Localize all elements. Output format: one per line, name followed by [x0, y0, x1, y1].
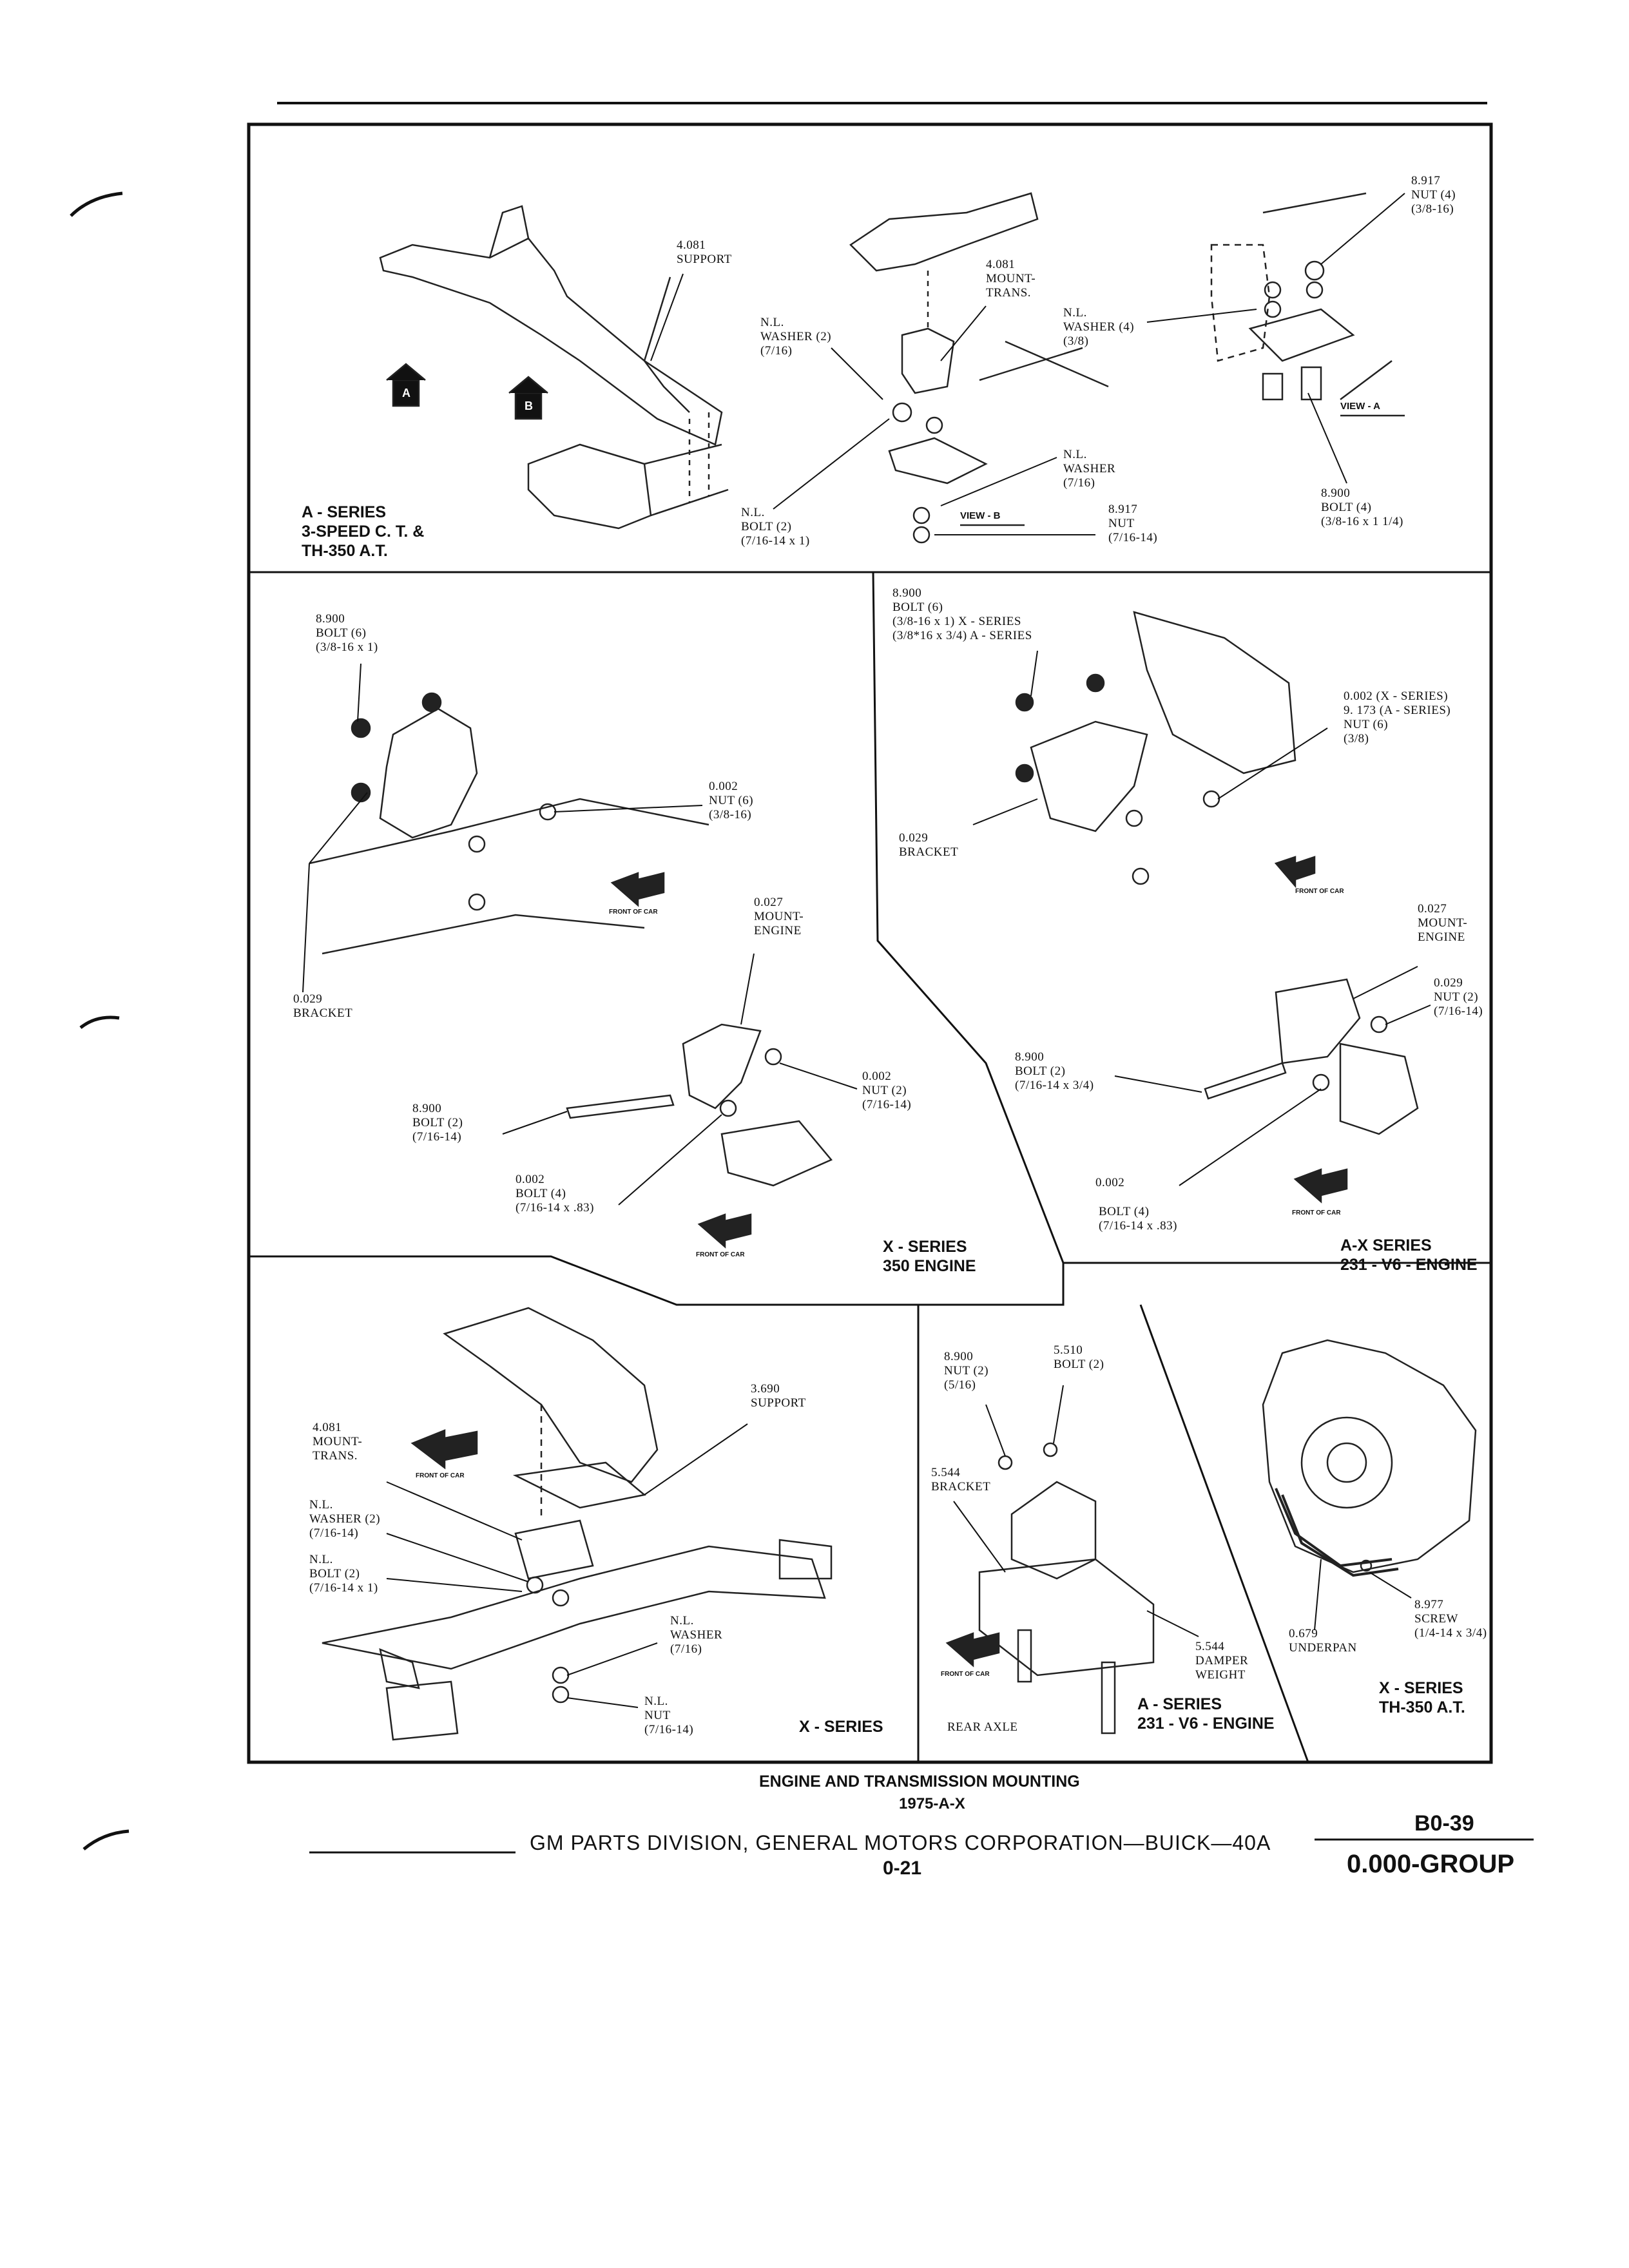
page-number: 0-21: [883, 1858, 922, 1879]
label-nut-8917: 8.917 NUT (4) (3/8-16): [1411, 174, 1456, 216]
front-of-car-label: FRONT OF CAR: [609, 908, 658, 916]
panel6-art: [1262, 1339, 1477, 1577]
panel6-leaders: [1314, 1559, 1412, 1631]
panel3-art: [1015, 611, 1419, 1204]
label-bolt6: 8.900 BOLT (6) (3/8-16 x 1): [316, 612, 378, 654]
panel4-leaders: [386, 1423, 748, 1708]
label-bolt4-num-ax: 0.002: [1095, 1176, 1125, 1189]
label-washer-x: N.L. WASHER (7/16): [670, 1614, 723, 1656]
label-nl-bolt: N.L. BOLT (2) (7/16-14 x 1): [741, 506, 810, 548]
panel2-art: [309, 692, 833, 1249]
label-bolt4: 0.002 BOLT (4) (7/16-14 x .83): [516, 1173, 595, 1215]
label-nl-washer-b: N.L. WASHER (7/16): [1063, 448, 1116, 490]
label-nut2-ax: 0.029 NUT (2) (7/16-14): [1434, 976, 1483, 1018]
label-view-b: VIEW - B: [960, 510, 1001, 521]
caption-a-series-3-speed: A - SERIES 3-SPEED C. T. & TH-350 A.T.: [302, 503, 425, 560]
label-nl-washer-38: N.L. WASHER (4) (3/8): [1063, 306, 1135, 348]
panel1-art: [379, 192, 1405, 544]
front-of-car-label: FRONT OF CAR: [696, 1251, 745, 1258]
caption-a-series-231: A - SERIES 231 - V6 - ENGINE: [1137, 1695, 1275, 1733]
label-bolt2: 8.900 BOLT (2) (7/16-14): [412, 1102, 463, 1144]
label-damper-weight: 5.544 DAMPER WEIGHT: [1195, 1640, 1249, 1682]
panel5-art: [945, 1442, 1155, 1735]
label-underpan: 0.679 UNDERPAN: [1289, 1627, 1357, 1655]
caption-x-series-trans: X - SERIES: [799, 1718, 883, 1736]
badge-b: B: [525, 399, 533, 412]
label-nl-washer-716: N.L. WASHER (2) (7/16): [760, 316, 832, 358]
caption-ax-series-231: A-X SERIES 231 - V6 - ENGINE: [1340, 1236, 1478, 1274]
caption-x-series-350: X - SERIES 350 ENGINE: [883, 1238, 976, 1275]
label-rear-axle: REAR AXLE: [947, 1720, 1018, 1734]
front-of-car-label: FRONT OF CAR: [941, 1671, 990, 1678]
label-bracket: 0.029 BRACKET: [293, 992, 353, 1020]
page-code: B0-39: [1414, 1811, 1474, 1836]
figure-title: ENGINE AND TRANSMISSION MOUNTING: [759, 1773, 1080, 1791]
label-support-3690: 3.690 SUPPORT: [751, 1382, 806, 1410]
panel3-leaders: [972, 650, 1431, 1186]
group-label: 0.000-GROUP: [1347, 1850, 1515, 1878]
label-bracket-5544: 5.544 BRACKET: [931, 1466, 991, 1494]
label-screw-8977: 8.977 SCREW (1/4-14 x 3/4): [1414, 1598, 1487, 1640]
label-bolt2-ax: 8.900 BOLT (2) (7/16-14 x 3/4): [1015, 1050, 1094, 1092]
label-bolt6-ax: 8.900 BOLT (6) (3/8-16 x 1) X - SERIES (…: [892, 586, 1032, 642]
label-bolt-8900: 8.900 BOLT (4) (3/8-16 x 1 1/4): [1321, 486, 1403, 528]
badge-a: A: [402, 387, 410, 399]
label-mount-engine: 0.027 MOUNT- ENGINE: [754, 896, 804, 937]
panel5-leaders: [953, 1385, 1199, 1637]
label-mount-trans-x: 4.081 MOUNT- TRANS.: [313, 1421, 363, 1463]
label-nut-8917b: 8.917 NUT (7/16-14): [1108, 503, 1158, 544]
label-bolt2-x: N.L. BOLT (2) (7/16-14 x 1): [309, 1553, 378, 1595]
panel1-leaders: [650, 193, 1405, 535]
label-bolt4-ax: BOLT (4) (7/16-14 x .83): [1099, 1205, 1178, 1233]
label-washer2-x: N.L. WASHER (2) (7/16-14): [309, 1498, 381, 1540]
label-nut2: 0.002 NUT (2) (7/16-14): [862, 1070, 912, 1111]
label-nut6-ax: 0.002 (X - SERIES) 9. 173 (A - SERIES) N…: [1344, 689, 1451, 745]
panel4-art: [322, 1307, 833, 1741]
label-mount-engine-ax: 0.027 MOUNT- ENGINE: [1418, 902, 1468, 944]
front-of-car-label: FRONT OF CAR: [1295, 888, 1344, 895]
front-of-car-label: FRONT OF CAR: [1292, 1209, 1341, 1216]
caption-x-series-th350: X - SERIES TH-350 A.T.: [1379, 1679, 1465, 1716]
label-mount-trans: 4.081 MOUNT- TRANS.: [986, 258, 1036, 300]
panel2-leaders: [302, 663, 858, 1206]
label-nut6: 0.002 NUT (6) (3/8-16): [709, 780, 754, 822]
label-nut-x: N.L. NUT (7/16-14): [644, 1695, 694, 1736]
label-view-a: VIEW - A: [1340, 401, 1380, 412]
footer-text: GM PARTS DIVISION, GENERAL MOTORS CORPOR…: [530, 1831, 1271, 1854]
label-support-4081: 4.081 SUPPORT: [677, 238, 732, 266]
label-bolt-5510: 5.510 BOLT (2): [1054, 1343, 1104, 1371]
label-bracket-ax: 0.029 BRACKET: [899, 831, 959, 859]
front-of-car-label: FRONT OF CAR: [416, 1472, 465, 1479]
figure-subtitle: 1975-A-X: [899, 1795, 965, 1812]
label-nut-8900: 8.900 NUT (2) (5/16): [944, 1350, 989, 1392]
